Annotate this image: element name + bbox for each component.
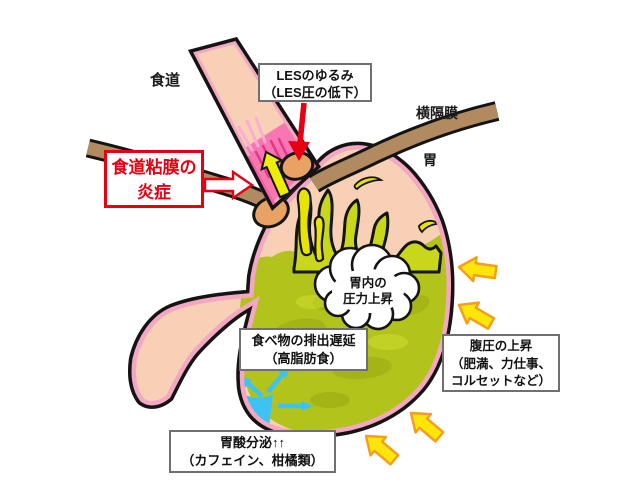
acid-secretion-line2: （カフェイン、柑橘類） <box>181 453 324 468</box>
acid-droplet-icon <box>418 219 441 234</box>
esophagus-label: 食道 <box>150 72 181 89</box>
inflammation-callout-box: 食道粘膜の 炎症 <box>104 150 204 208</box>
diaphragm-right-band <box>308 101 500 193</box>
acid-droplet-icon <box>353 176 384 191</box>
gastric-pressure-label: 胃内の 圧力上昇 <box>322 275 414 307</box>
les-sphincter-upper <box>279 151 315 181</box>
les-callout-box: LESのゆるみ （LES圧の低下） <box>258 63 372 102</box>
les-callout-line2: （LES圧の低下） <box>263 85 367 100</box>
delayed-emptying-box: 食べ物の排出遅延 （高脂肪食） <box>239 328 368 371</box>
acid-secretion-box: 胃酸分泌↑↑ （カフェイン、柑橘類） <box>169 430 336 473</box>
les-sphincter-lower <box>252 195 290 229</box>
abdominal-pressure-line1: 腹圧の上昇 <box>469 339 533 353</box>
inflammation-line2: 炎症 <box>137 183 171 202</box>
reflux-arrow-icon <box>260 150 292 199</box>
acid-reflux-splash <box>296 187 325 263</box>
delayed-emptying-line1: 食べ物の排出遅延 <box>251 333 356 348</box>
pressure-arrow-icon <box>357 425 404 471</box>
acid-secretion-line1: 胃酸分泌↑↑ <box>219 435 285 450</box>
inflammation-line1: 食道粘膜の <box>111 158 197 177</box>
les-callout-arrow <box>288 102 310 161</box>
delayed-emptying-line2: （高脂肪食） <box>264 351 343 366</box>
diaphragm-label: 横隔膜 <box>416 105 458 121</box>
abdominal-pressure-box: 腹圧の上昇 （肥満、力仕事、 コルセットなど） <box>442 334 560 392</box>
stomach-label: 胃 <box>423 152 437 168</box>
pressure-arrow-icon <box>402 402 449 448</box>
abdominal-pressure-line3: コルセットなど） <box>450 374 551 388</box>
abdominal-pressure-line2: （肥満、力仕事、 <box>450 356 551 371</box>
pressure-arrow-icon <box>456 253 499 286</box>
pressure-arrow-icon <box>451 293 499 336</box>
les-callout-line1: LESのゆるみ <box>276 68 354 83</box>
pressure-cloud-shape <box>313 243 421 331</box>
inflammation-callout-arrow <box>203 169 255 201</box>
gastric-pressure-line1: 胃内の <box>349 276 387 290</box>
gastric-pressure-line2: 圧力上昇 <box>342 292 393 306</box>
